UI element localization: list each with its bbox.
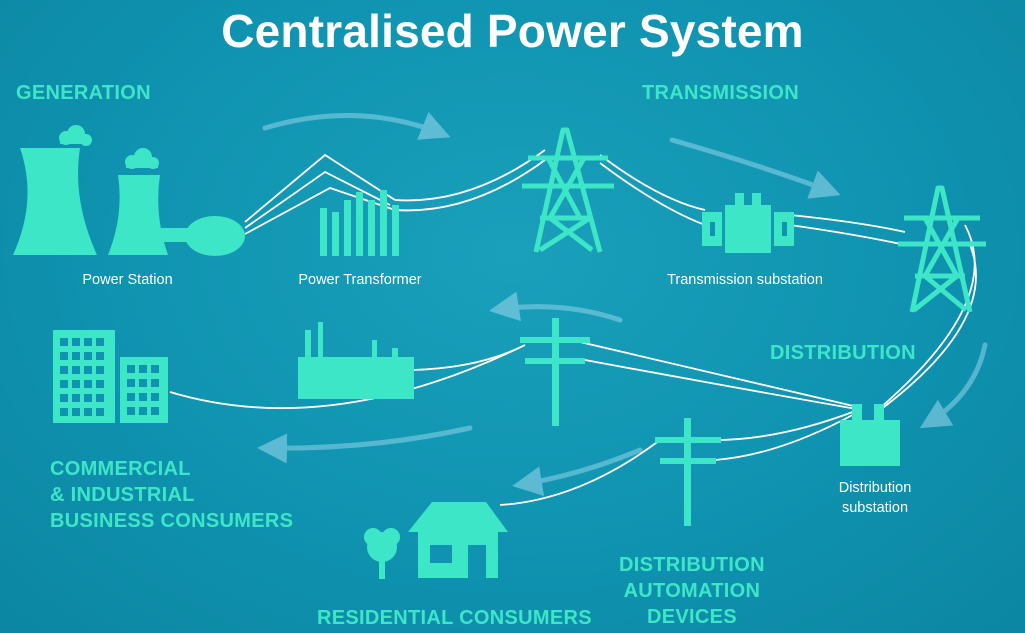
office-buildings-icon — [53, 330, 168, 423]
caption-transmission-substation: Transmission substation — [667, 272, 823, 288]
section-commercial: COMMERCIAL & INDUSTRIAL BUSINESS CONSUME… — [50, 456, 293, 534]
page-title: Centralised Power System — [221, 5, 804, 57]
transmission-tower-icon — [522, 127, 614, 253]
distribution-automation-pole-icon — [655, 418, 721, 526]
section-transmission: TRANSMISSION — [642, 82, 799, 104]
factory-icon — [298, 322, 414, 399]
section-automation-line-2: AUTOMATION — [623, 580, 761, 602]
section-automation-line-3: DEVICES — [646, 606, 737, 628]
arrow-to-distribution — [919, 342, 988, 429]
flow-arrows — [257, 111, 988, 496]
caption-power-transformer: Power Transformer — [298, 272, 422, 288]
arrow-to-industry — [489, 291, 623, 323]
arrow-transmission-right — [669, 137, 841, 199]
arrow-to-residential — [512, 447, 643, 496]
section-distribution: DISTRIBUTION — [770, 342, 916, 364]
caption-distribution-substation-line-2: substation — [841, 500, 909, 516]
distribution-substation-icon — [840, 404, 900, 466]
caption-distribution-substation: Distribution substation — [815, 478, 935, 518]
power-transformer-icon — [320, 190, 399, 256]
section-generation: GENERATION — [16, 82, 151, 104]
section-commercial-line-1: COMMERCIAL — [50, 458, 191, 480]
power-lines — [169, 149, 977, 506]
caption-distribution-substation-line-1: Distribution — [838, 480, 912, 496]
section-commercial-line-3: BUSINESS CONSUMERS — [50, 510, 294, 532]
section-automation-line-1: DISTRIBUTION — [619, 554, 765, 576]
arrow-generation-to-transmission — [262, 111, 451, 140]
caption-power-station: Power Station — [82, 272, 173, 288]
transmission-tower-2-icon — [898, 185, 986, 313]
distribution-pole-icon — [520, 318, 590, 426]
section-automation: DISTRIBUTION AUTOMATION DEVICES — [619, 552, 765, 630]
arrow-to-commercial — [257, 425, 473, 464]
tree-icon — [364, 528, 400, 579]
section-residential: RESIDENTIAL CONSUMERS — [317, 607, 592, 629]
house-icon — [408, 502, 508, 578]
power-station-icon — [13, 125, 245, 256]
transmission-substation-icon — [702, 193, 794, 253]
section-commercial-line-2: & INDUSTRIAL — [50, 484, 195, 506]
